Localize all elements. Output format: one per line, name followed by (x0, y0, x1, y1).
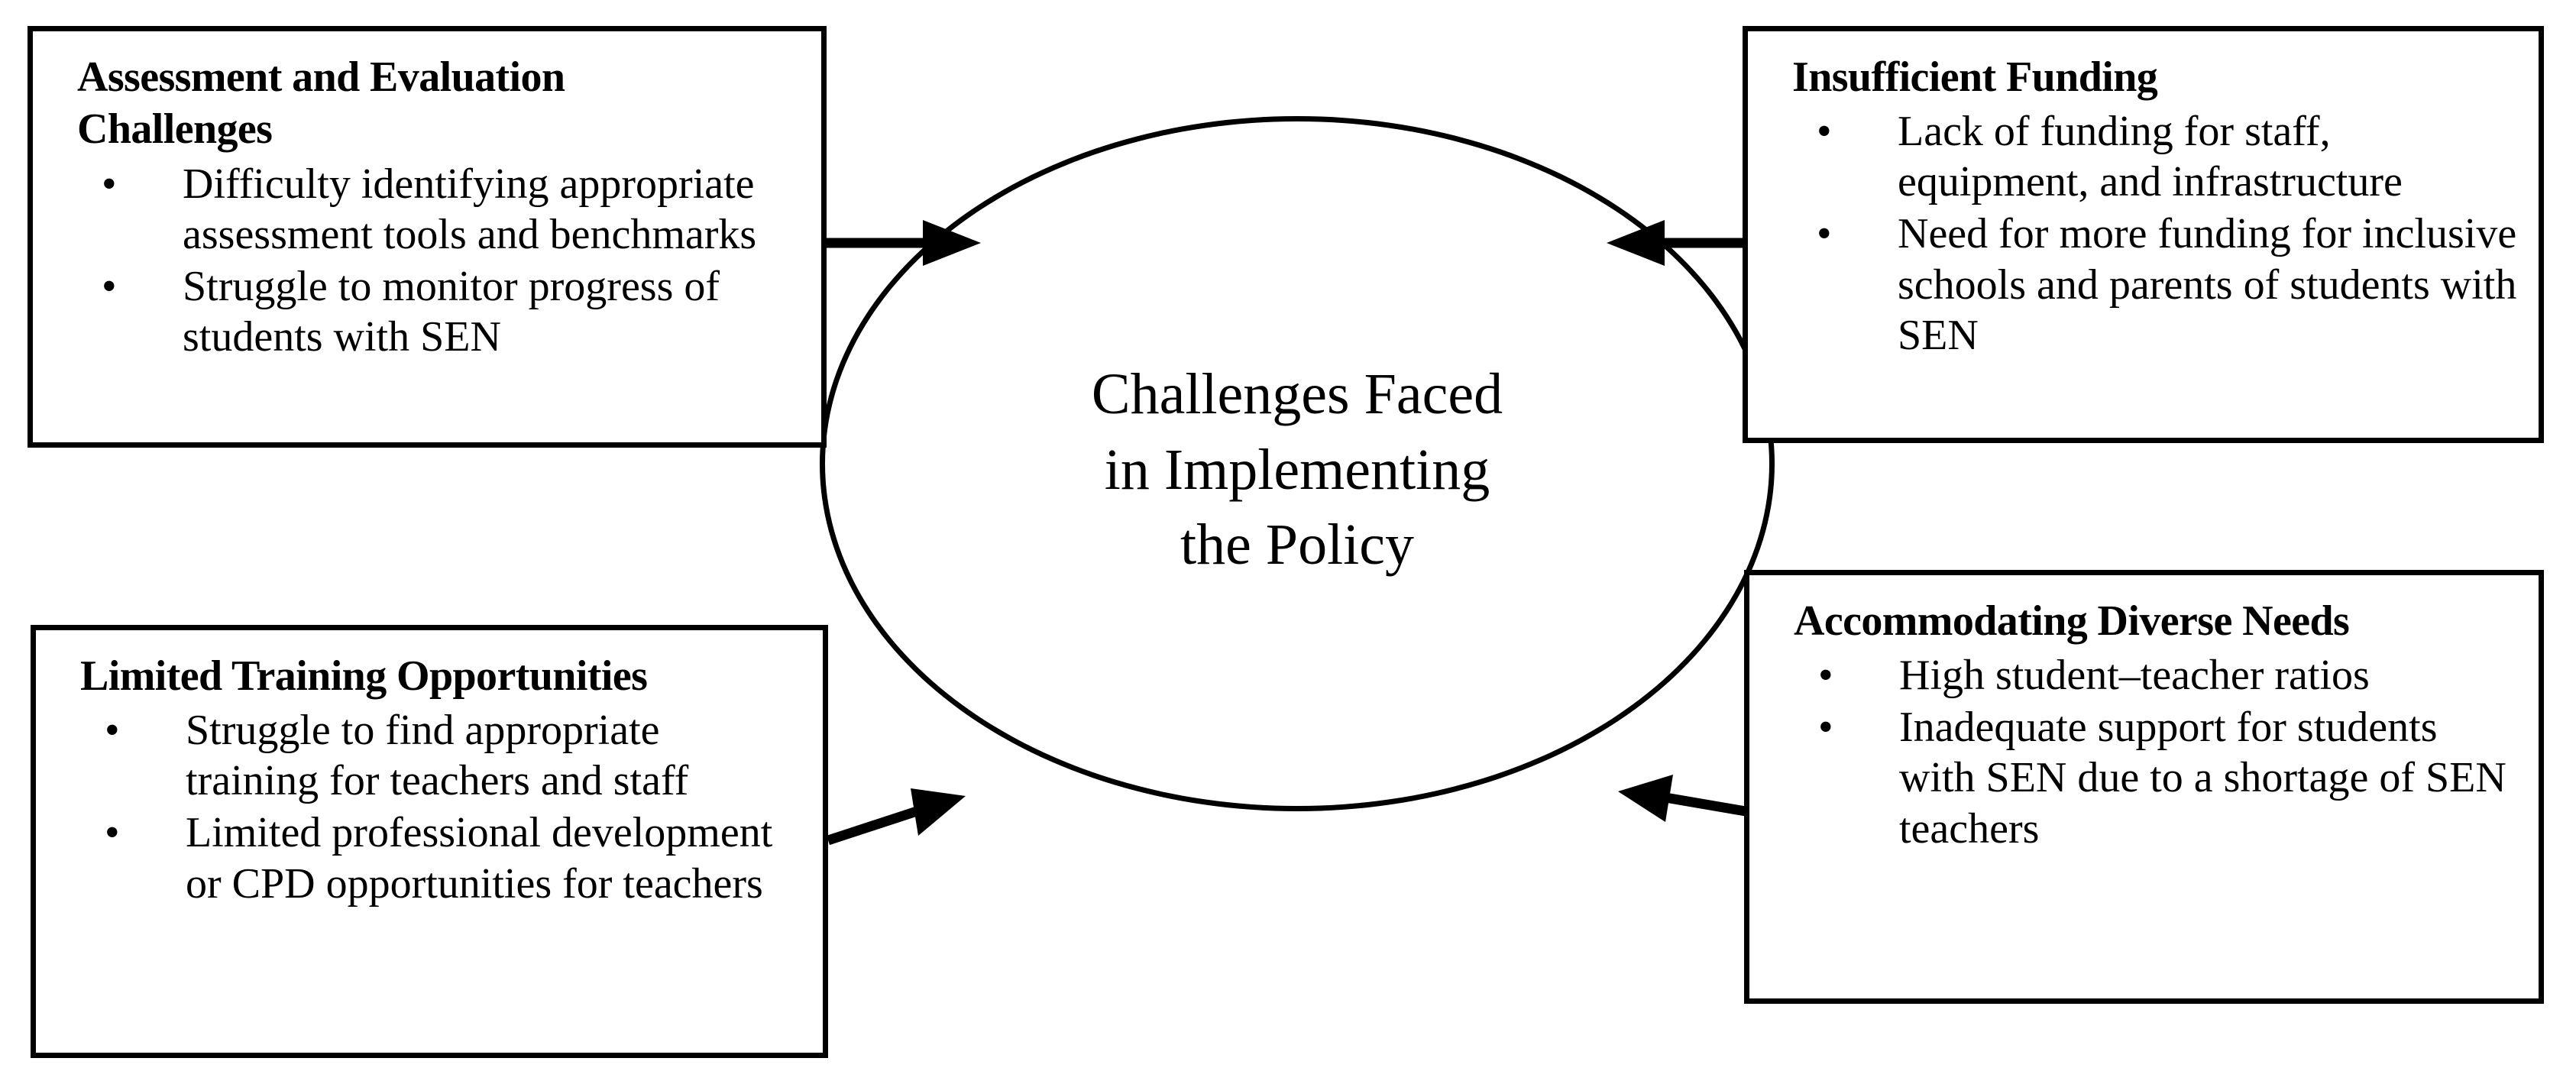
bullet-text: Need for more funding for inclusive scho… (1898, 210, 2517, 359)
box-funding-title: Insufficient Funding (1792, 53, 2158, 101)
bullet-icon: • (105, 809, 120, 857)
list-item: • Difficulty identifying appropriate ass… (54, 159, 800, 260)
bullet-text: Struggle to monitor progress of students… (183, 262, 720, 361)
arrow-training-to-center (826, 788, 966, 846)
box-accommodating-title: Accommodating Diverse Needs (1794, 597, 2350, 645)
arrow-accommodating-to-center (1618, 775, 1747, 822)
list-item: • Inadequate support for students with S… (1771, 702, 2517, 853)
box-accommodating-bullet-list: • High student–teacher ratios • Inadequa… (1771, 650, 2517, 853)
box-training-bullet-list: • Struggle to find appropriate training … (57, 705, 801, 908)
bullet-text: Limited professional development or CPD … (186, 809, 773, 908)
bullet-text: Inadequate support for students with SEN… (1899, 704, 2506, 853)
bullet-icon: • (1817, 108, 1832, 156)
list-item: • Lack of funding for staff, equipment, … (1769, 106, 2517, 207)
list-item: • Need for more funding for inclusive sc… (1769, 209, 2517, 360)
box-limited-training-opportunities[interactable]: Limited Training Opportunities • Struggl… (31, 625, 828, 1058)
bullet-text: Struggle to find appropriate training fo… (186, 707, 689, 805)
list-item: • Struggle to monitor progress of studen… (54, 261, 800, 362)
bullet-icon: • (102, 262, 117, 310)
bullet-icon: • (1818, 704, 1833, 752)
center-ellipse (820, 116, 1775, 811)
bullet-text: High student–teacher ratios (1899, 652, 2370, 700)
box-training-title: Limited Training Opportunities (80, 652, 648, 700)
bullet-icon: • (105, 707, 120, 755)
list-item: • High student–teacher ratios (1771, 650, 2517, 701)
bullet-icon: • (102, 160, 117, 208)
box-insufficient-funding[interactable]: Insufficient Funding • Lack of funding f… (1743, 26, 2544, 443)
box-assessment-and-evaluation-challenges[interactable]: Assessment and Evaluation Challenges • D… (28, 26, 827, 448)
bullet-icon: • (1817, 210, 1832, 258)
bullet-icon: • (1818, 652, 1833, 700)
box-accommodating-diverse-needs[interactable]: Accommodating Diverse Needs • High stude… (1744, 570, 2544, 1004)
box-assessment-title: Assessment and Evaluation Challenges (77, 53, 565, 154)
bullet-text: Difficulty identifying appropriate asses… (183, 160, 757, 258)
list-item: • Struggle to find appropriate training … (57, 705, 801, 806)
list-item: • Limited professional development or CP… (57, 807, 801, 908)
bullet-text: Lack of funding for staff, equipment, an… (1898, 108, 2403, 206)
box-funding-bullet-list: • Lack of funding for staff, equipment, … (1769, 106, 2517, 360)
box-assessment-bullet-list: • Difficulty identifying appropriate ass… (54, 159, 800, 362)
